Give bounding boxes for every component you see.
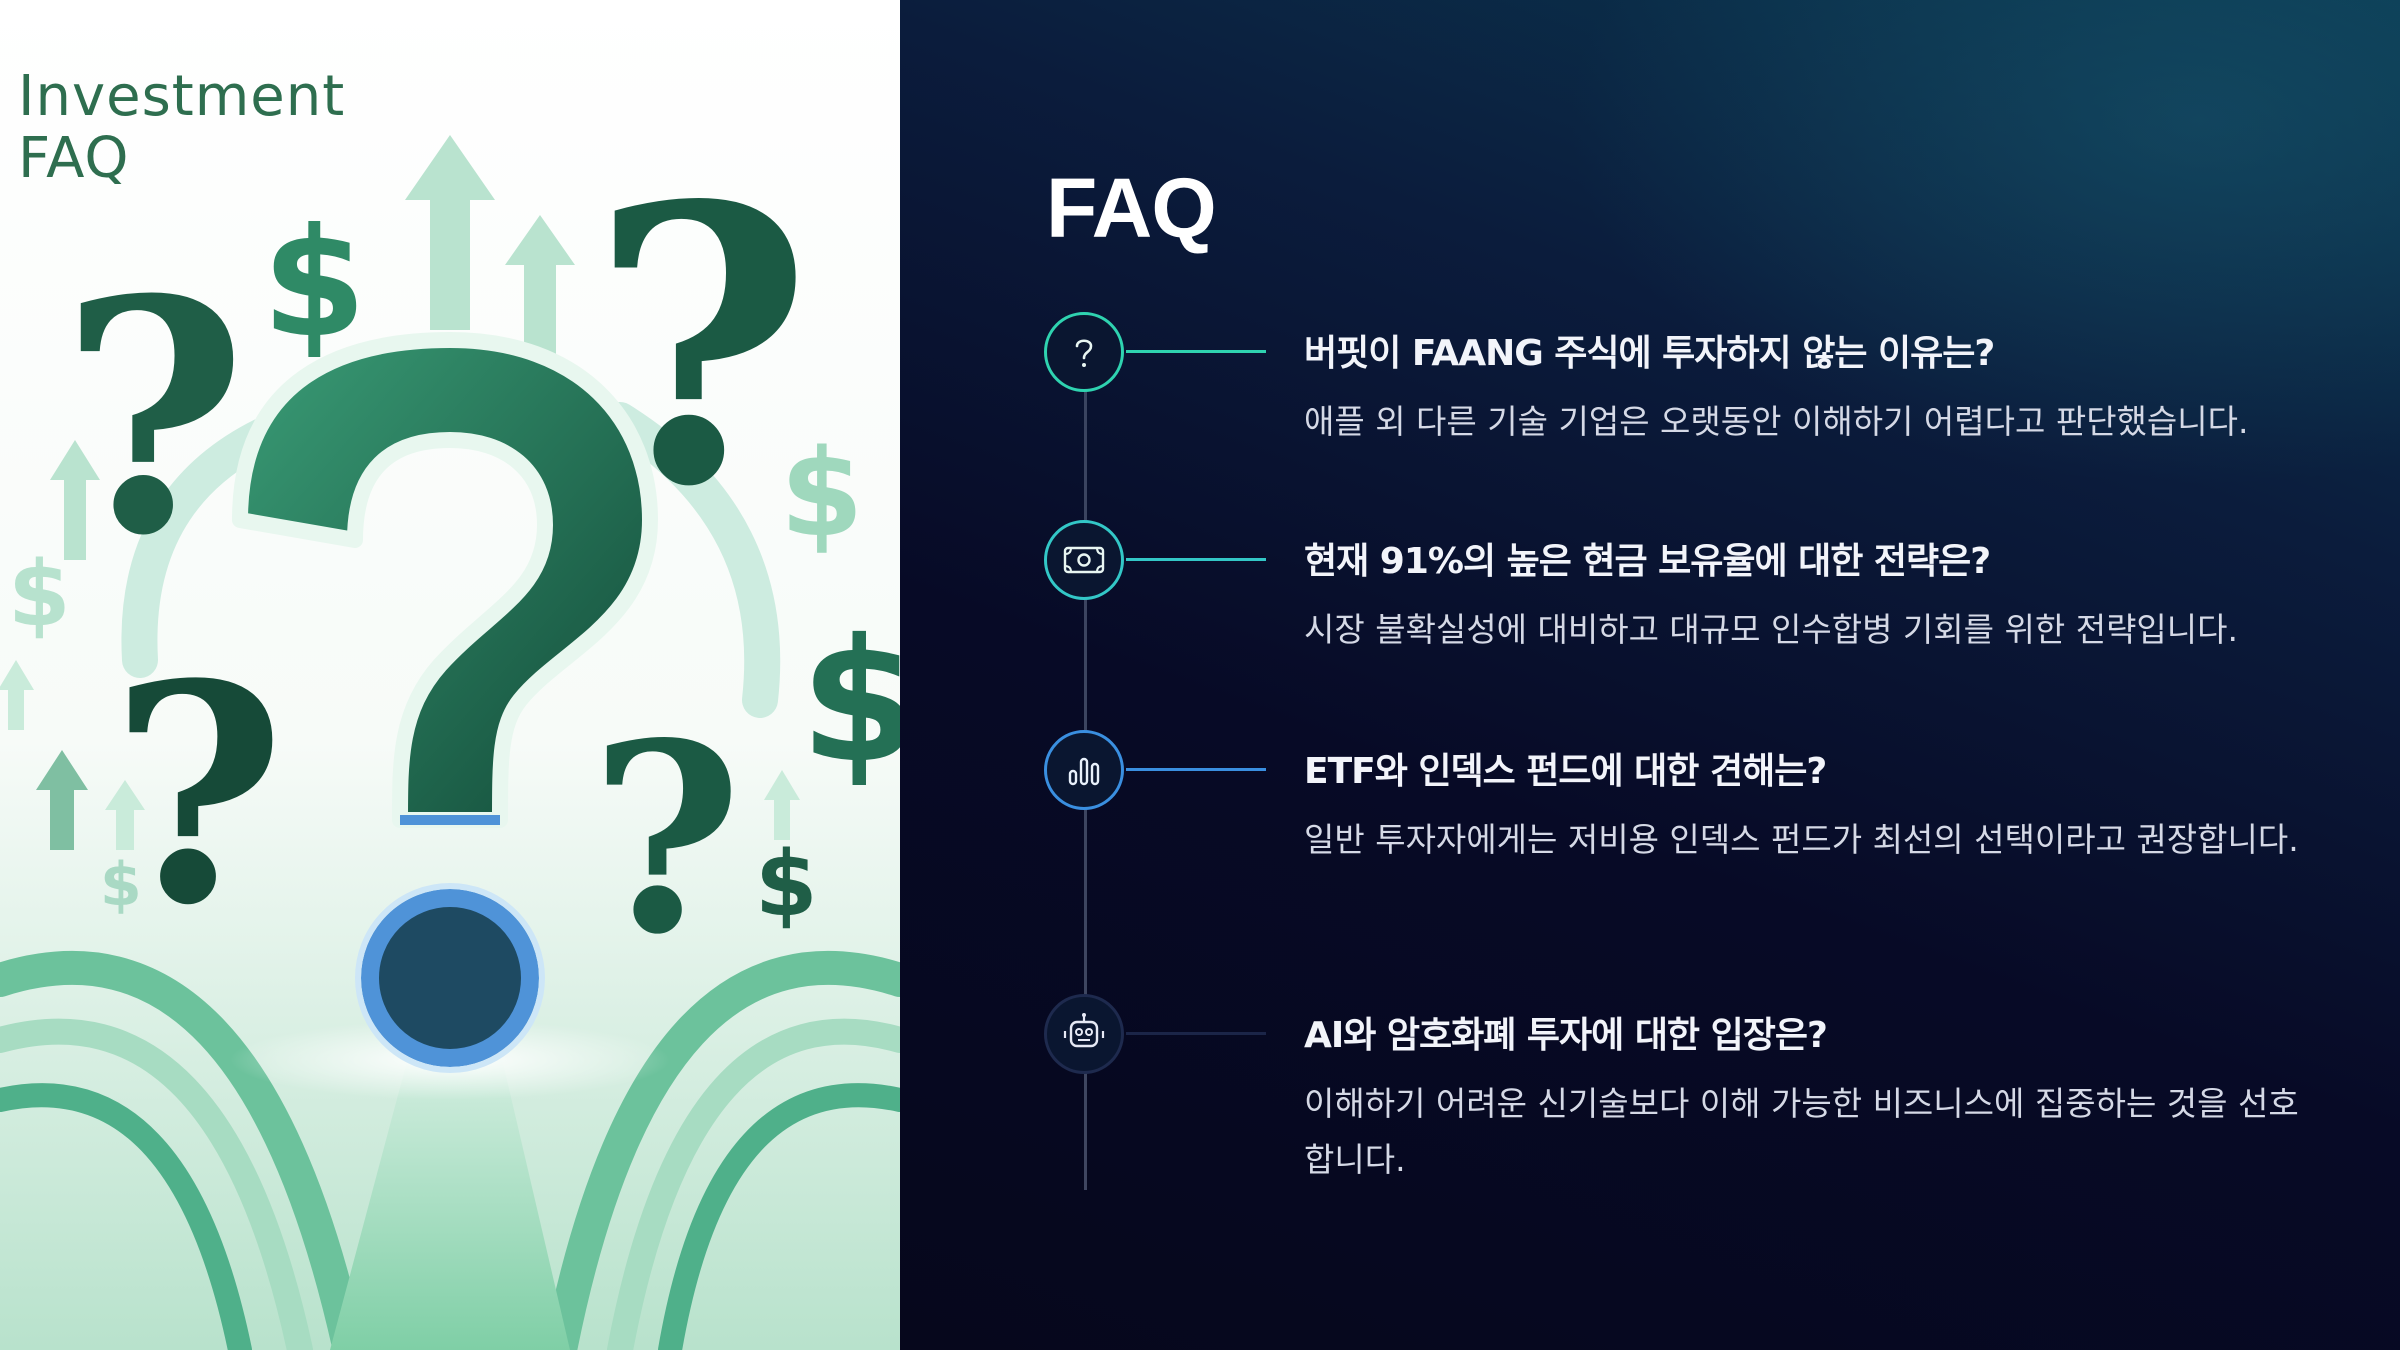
faq-question: 현재 91%의 높은 현금 보유율에 대한 전략은? [1304,541,1991,582]
timeline-node [1044,520,1124,600]
timeline-connector [1126,350,1266,353]
svg-text:$: $ [8,542,71,647]
question-circle-icon [1075,339,1093,367]
timeline-connector [1126,768,1266,771]
svg-text:$: $ [780,425,864,564]
robot-icon [1063,1013,1105,1048]
dollar-sign-icon: $ $ $ $ $ $ [8,197,900,937]
faq-answer: 애플 외 다른 기술 기업은 오랫동안 이해하기 어렵다고 판단했습니다. [1304,402,2249,441]
illustration-panel: $ $ $ $ $ $ ? ? ? ? [0,0,900,1350]
timeline-connector [1126,1032,1266,1035]
faq-question: AI와 암호화폐 투자에 대한 입장은? [1304,1015,1828,1056]
svg-text:?: ? [590,687,742,992]
faq-answer: 이해하기 어려운 신기술보다 이해 가능한 비즈니스에 집중하는 것을 선호합니… [1304,1084,2299,1179]
timeline-node [1044,312,1124,392]
big-question-mark-icon [232,332,658,1073]
svg-text:$: $ [100,850,142,920]
svg-text:$: $ [262,197,366,371]
svg-text:$: $ [755,832,818,937]
banknote-icon [1063,546,1105,574]
bar-chart-icon [1068,757,1100,786]
illustration-title: Investment FAQ [18,64,346,191]
svg-text:?: ? [110,618,286,971]
timeline-node [1044,730,1124,810]
up-arrow-icon [0,135,800,850]
timeline-connector [1126,558,1266,561]
timeline-node [1044,994,1124,1074]
faq-question: ETF와 인덱스 펀드에 대한 견해는? [1304,751,1827,792]
faq-answer: 시장 불확실성에 대비하고 대규모 인수합병 기회를 위한 전략입니다. [1304,610,2238,649]
faq-panel: FAQ 버핏이 FAANG 주식에 투자하지 않는 이유는? 애플 외 다른 기… [900,0,2400,1350]
svg-text:$: $ [800,603,900,801]
faq-question: 버핏이 FAANG 주식에 투자하지 않는 이유는? [1304,333,1995,374]
question-mark-illustration: $ $ $ $ $ $ ? ? ? ? [0,123,900,1350]
faq-heading: FAQ [1046,161,1217,255]
faq-answer: 일반 투자자에게는 저비용 인덱스 펀드가 최선의 선택이라고 권장합니다. [1304,820,2299,859]
svg-text:?: ? [60,231,248,606]
